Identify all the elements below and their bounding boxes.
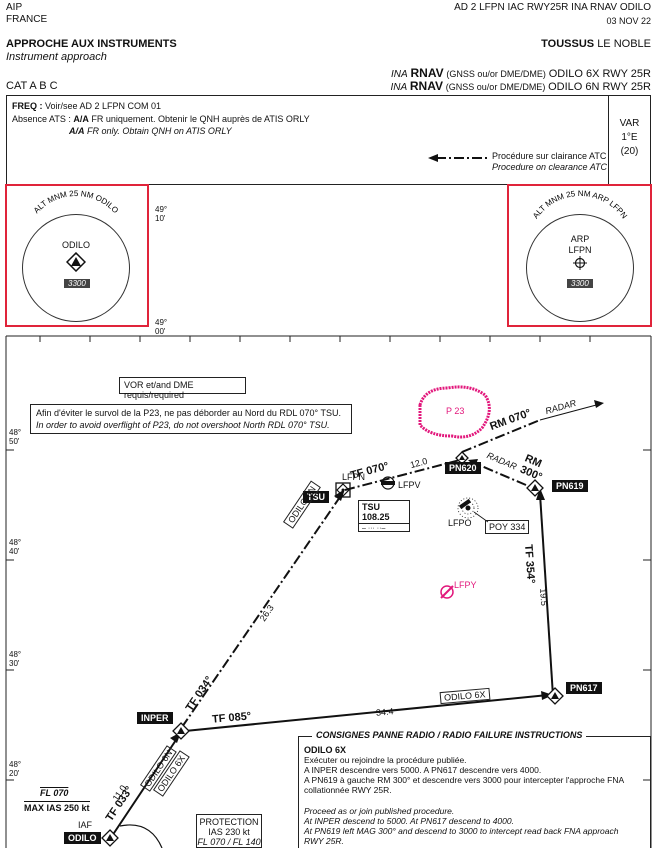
country-label: FRANCE (6, 14, 48, 25)
pn620-tag: PN620 (445, 462, 481, 474)
msa-right-altitude: 3300 (567, 279, 593, 288)
msa-right-highlight (507, 184, 652, 327)
arp-reference-icon (573, 256, 587, 270)
lfpo-label: LFPO (448, 518, 472, 528)
lfpn-label: LFPN (342, 472, 366, 482)
radio-failure-fr-text: Exécuter ou rejoindre la procédure publi… (304, 755, 625, 795)
clearance-fr: Procédure sur clairance ATC (492, 151, 607, 161)
lfpo-ndb-icon (457, 497, 479, 519)
pn619-waypoint-icon (526, 479, 544, 497)
iaf-label: IAF (78, 820, 93, 830)
msa-left-circle (22, 214, 130, 322)
dist-344-label: 34.4 (375, 706, 394, 718)
lfpy-label: LFPY (454, 580, 477, 590)
vor-dme-required-note: VOR et/and DME requis/required (119, 377, 246, 400)
radio-failure-en-text: Proceed as or join published procedure. … (304, 806, 619, 846)
pn619-tag: PN619 (552, 480, 588, 492)
max-ias-constraint: MAX IAS 250 kt (24, 801, 90, 813)
ats-line-en: A/A FR only. Obtain QNH on ATIS ORLY (69, 126, 232, 136)
tsu-vor-dme-icon (335, 482, 351, 498)
lat-label-4850: 48°50' (9, 428, 22, 446)
msa-right-arc-label: ALT MNM 25 NM ARP LFPN (531, 190, 629, 220)
approach-title-fr: APPROCHE AUX INSTRUMENTS (6, 38, 177, 50)
fl070-constraint: FL 070 (40, 788, 69, 798)
freq-line: FREQ : Voir/see AD 2 LFPN COM 01 (12, 101, 162, 111)
clearance-en: Procedure on clearance ATC (492, 162, 608, 172)
lfpv-airfield-icon (381, 476, 395, 490)
procedure-line-6x: INA RNAV (GNSS ou/or DME/DME) ODILO 6X R… (391, 66, 651, 80)
p23-avoid-note: Afin d'éviter le survol de la P23, ne pa… (30, 404, 352, 434)
pn617-tag: PN617 (566, 682, 602, 694)
radio-failure-title: CONSIGNES PANNE RADIO / RADIO FAILURE IN… (312, 730, 587, 740)
poy-ndb-box: POY 334 (485, 520, 530, 534)
var-label: VAR (619, 118, 640, 129)
ats-line-fr: Absence ATS : A/A FR uniquement. Obtenir… (12, 114, 310, 124)
tsu-tag: TSU (303, 491, 329, 503)
clearance-arrow-icon (428, 154, 488, 162)
holding-protection-box: PROTECTION IAS 230 kt FL 070 / FL 140 (196, 814, 262, 848)
inper-waypoint-icon (172, 722, 190, 740)
var-value: 1°E (621, 132, 638, 143)
msa-left-highlight (5, 184, 149, 327)
tsu-frequency-box: TSU 108.25 ‒ ··· ··‒ (358, 500, 410, 532)
msa-left-arc-label: ALT MNM 25 NM ODILO (32, 190, 120, 215)
inper-tag: INPER (137, 712, 173, 724)
msa-right-arp: ARP (570, 234, 590, 244)
lat-label-4910: 49°10' (155, 205, 168, 223)
pn617-waypoint-icon (546, 687, 564, 705)
approach-title-en: Instrument approach (6, 51, 107, 63)
doc-date: 03 NOV 22 (606, 16, 651, 26)
lat-label-4840: 48°40' (9, 538, 22, 556)
odilo-waypoint-icon (66, 252, 86, 272)
lat-label-4830: 48°30' (9, 650, 22, 668)
odilo-iaf-waypoint-icon (101, 829, 119, 847)
aip-label: AIP (6, 2, 23, 13)
odilo-tag: ODILO (64, 832, 101, 844)
lfpv-label: LFPV (398, 480, 421, 490)
msa-left-altitude: 3300 (64, 279, 90, 288)
procedure-line-6n: INA RNAV (GNSS ou/or DME/DME) ODILO 6N R… (390, 79, 651, 93)
var-year: (20) (620, 146, 639, 157)
p23-label: P 23 (446, 406, 465, 416)
dist-195-label: 19.5 (538, 588, 550, 607)
lat-label-4900: 49°00' (155, 318, 168, 336)
msa-right-center-label: LFPN (568, 245, 592, 255)
lfpy-airfield-icon (440, 585, 454, 599)
radio-failure-sub: ODILO 6X (304, 745, 347, 755)
category-label: CAT A B C (6, 80, 58, 92)
msa-left-center-label: ODILO (61, 240, 90, 250)
doc-reference: AD 2 LFPN IAC RWY25R INA RNAV ODILO (454, 2, 651, 13)
lat-label-4820: 48°20' (9, 760, 22, 778)
airport-name: TOUSSUS LE NOBLE (541, 38, 651, 50)
msa-right-circle (526, 214, 634, 322)
